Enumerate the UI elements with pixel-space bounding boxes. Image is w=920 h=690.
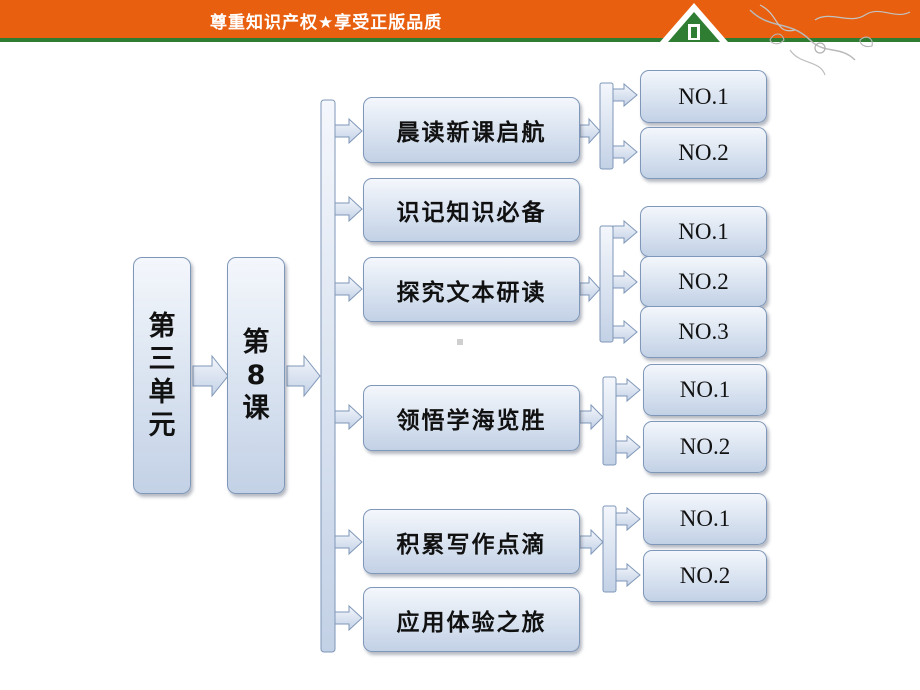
- section-label: 探究文本研读: [396, 279, 547, 306]
- item-label: NO.1: [679, 506, 731, 531]
- item-label: NO.1: [678, 218, 729, 244]
- lesson-char: 课: [242, 393, 270, 424]
- section-label: 识记知识必备: [396, 200, 547, 226]
- section-application[interactable]: 应用体验之旅: [363, 587, 580, 652]
- section-memorize-knowledge[interactable]: 识记知识必备: [363, 178, 580, 242]
- item-box[interactable]: NO.3: [640, 306, 767, 358]
- lesson-char: 8: [246, 360, 266, 391]
- lesson-char: 第: [242, 327, 270, 358]
- item-box[interactable]: NO.2: [643, 550, 767, 602]
- section-label: 晨读新课启航: [396, 120, 547, 146]
- section-label: 领悟学海览胜: [396, 408, 547, 434]
- unit-char: 第: [148, 310, 176, 342]
- item-label: NO.1: [678, 83, 729, 109]
- section-label: 应用体验之旅: [396, 609, 547, 636]
- floral-decoration-icon: [749, 4, 911, 76]
- item-box[interactable]: NO.2: [640, 256, 767, 307]
- item-box[interactable]: NO.1: [643, 364, 767, 416]
- section-comprehension[interactable]: 领悟学海览胜: [363, 385, 580, 451]
- item-label: NO.2: [678, 140, 729, 165]
- banner-stripe: [0, 38, 920, 42]
- item-label: NO.2: [679, 434, 731, 459]
- banner-background: [0, 0, 920, 38]
- unit-char: 单: [148, 376, 176, 408]
- item-box[interactable]: NO.1: [640, 70, 767, 123]
- section-label: 积累写作点滴: [396, 531, 547, 558]
- publisher-logo-icon: [660, 3, 728, 42]
- item-box[interactable]: NO.2: [643, 421, 767, 473]
- unit-box[interactable]: 第 三 单 元: [133, 257, 191, 494]
- item-label: NO.3: [678, 319, 729, 344]
- copyright-slogan: 尊重知识产权★享受正版品质: [210, 13, 443, 33]
- unit-char: 三: [148, 343, 176, 375]
- section-writing-accumulation[interactable]: 积累写作点滴: [363, 509, 580, 574]
- header-banner: 尊重知识产权★享受正版品质: [0, 0, 920, 76]
- center-dot: [457, 339, 463, 345]
- item-box[interactable]: NO.1: [643, 493, 767, 545]
- section-explore-text[interactable]: 探究文本研读: [363, 257, 580, 322]
- item-box[interactable]: NO.1: [640, 206, 767, 257]
- lesson-box[interactable]: 第 8 课: [227, 257, 285, 494]
- item-label: NO.1: [679, 377, 731, 402]
- unit-char: 元: [148, 409, 176, 441]
- section-morning-reading[interactable]: 晨读新课启航: [363, 97, 580, 163]
- item-label: NO.2: [678, 268, 729, 294]
- item-label: NO.2: [679, 563, 731, 588]
- item-box[interactable]: NO.2: [640, 127, 767, 179]
